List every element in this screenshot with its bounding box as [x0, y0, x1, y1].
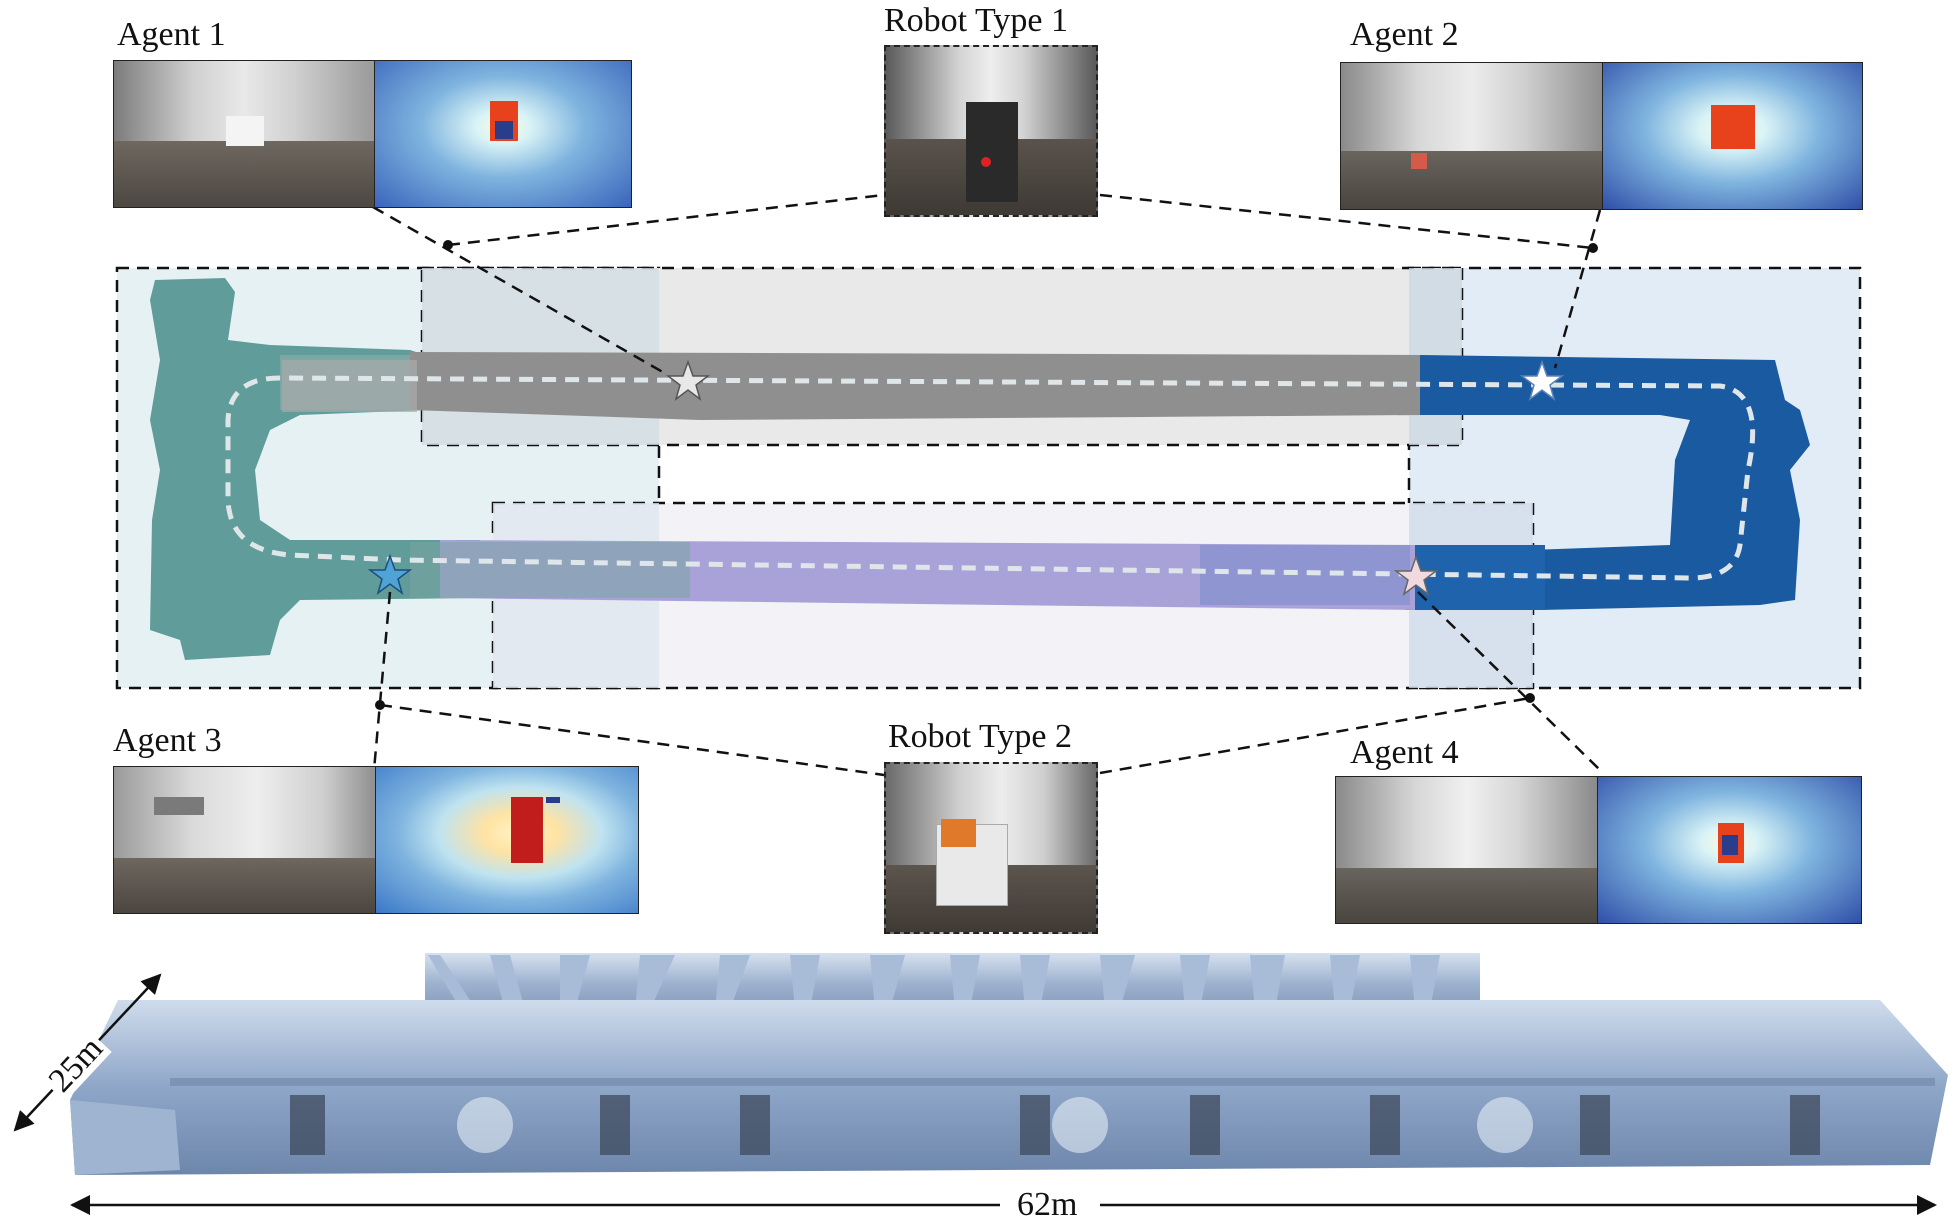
agent4-depth-image [1597, 776, 1862, 924]
robot2-image [884, 762, 1098, 934]
agent3-rgb-image [113, 766, 376, 914]
agent1-label: Agent 1 [117, 16, 226, 53]
agent2-rgb-image [1340, 62, 1603, 210]
agent4-rgb-image [1335, 776, 1598, 924]
map-agent4 [410, 352, 1425, 420]
star-agent2 [1519, 359, 1565, 401]
agent2-depth-image [1602, 62, 1863, 210]
star-agent4 [665, 359, 711, 401]
length-dimension-label: 62m [1017, 1186, 1078, 1223]
star-agent3 [367, 553, 413, 595]
map-agent2 [1420, 355, 1810, 610]
point-cloud [70, 953, 1948, 1175]
map-agent3-shade [1200, 545, 1410, 605]
trajectory-path [225, 375, 1756, 581]
agent1-rgb-image [113, 60, 375, 208]
robot1-label: Robot Type 1 [884, 2, 1068, 39]
robot2-label: Robot Type 2 [888, 718, 1072, 755]
map-agent3-left [410, 542, 690, 598]
agent3-label: Agent 3 [113, 722, 222, 759]
star-agent-purple [1393, 554, 1439, 596]
connector-dots [375, 240, 1598, 710]
agent1-depth-image [374, 60, 632, 208]
connector-lines [372, 193, 1602, 777]
agent3-depth-image [375, 766, 639, 914]
agent4-label: Agent 4 [1350, 734, 1459, 771]
map-agent4-light [282, 360, 417, 412]
robot1-image [884, 45, 1098, 217]
agent2-label: Agent 2 [1350, 16, 1459, 53]
